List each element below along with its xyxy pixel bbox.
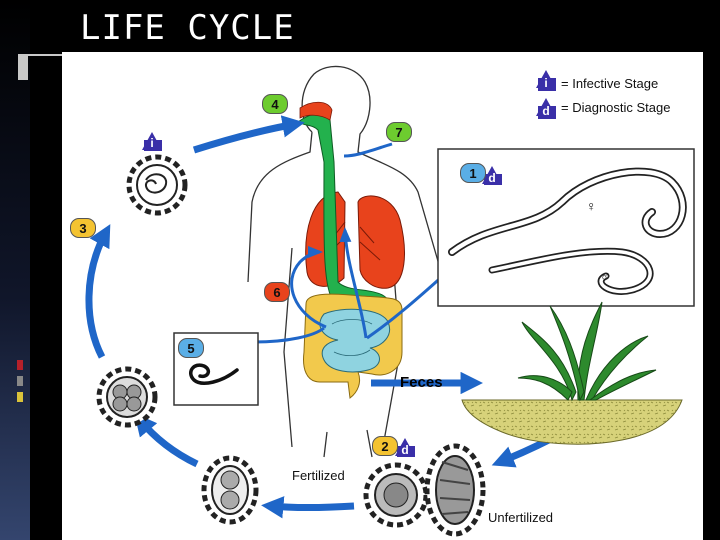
stage-badge-4: 4 bbox=[262, 94, 288, 114]
legend-markers bbox=[142, 70, 556, 457]
slide-title: LIFE CYCLE bbox=[80, 8, 295, 48]
stage-3-infective-mark: i bbox=[150, 136, 154, 150]
male-symbol: ♂ bbox=[600, 268, 611, 284]
stage-badge-1: 1 bbox=[460, 163, 486, 183]
unfertilized-label: Unfertilized bbox=[488, 510, 554, 525]
stage-2-diagnostic-mark: d bbox=[401, 443, 409, 457]
legend-diagnostic-text: = Diagnostic Stage bbox=[561, 100, 671, 115]
female-symbol: ♀ bbox=[586, 198, 597, 214]
ascaris-life-cycle-diagram: i = Infective Stage d = Diagnostic Stage… bbox=[62, 52, 703, 540]
legend-infective-text: = Infective Stage bbox=[561, 76, 659, 91]
stage-badge-5: 5 bbox=[178, 338, 204, 358]
legend-diagnostic-mark: d bbox=[542, 104, 550, 118]
egg-fertilized bbox=[363, 462, 429, 528]
feces-label: Feces bbox=[400, 374, 443, 391]
egg-early-cleavage bbox=[201, 455, 259, 525]
nasal-cavity bbox=[299, 101, 333, 121]
stage-badge-6: 6 bbox=[264, 282, 290, 302]
stage-badge-3: 3 bbox=[70, 218, 96, 238]
fertilized-label: Fertilized bbox=[292, 468, 345, 483]
life-cycle-artwork bbox=[85, 65, 695, 537]
egg-embryonated bbox=[126, 154, 188, 216]
lungs bbox=[305, 191, 405, 289]
soil-and-plant bbox=[461, 301, 683, 445]
egg-two-cell bbox=[96, 366, 158, 428]
stage-1-diagnostic-mark: d bbox=[488, 171, 496, 185]
cycle-arrows bbox=[85, 115, 570, 519]
stage-badge-7: 7 bbox=[386, 122, 412, 142]
stage-badge-2: 2 bbox=[372, 436, 398, 456]
title-accent-bar bbox=[18, 54, 68, 80]
egg-unfertilized bbox=[424, 443, 486, 537]
legend-infective-mark: i bbox=[544, 76, 548, 90]
slide-left-stripe bbox=[0, 0, 30, 540]
